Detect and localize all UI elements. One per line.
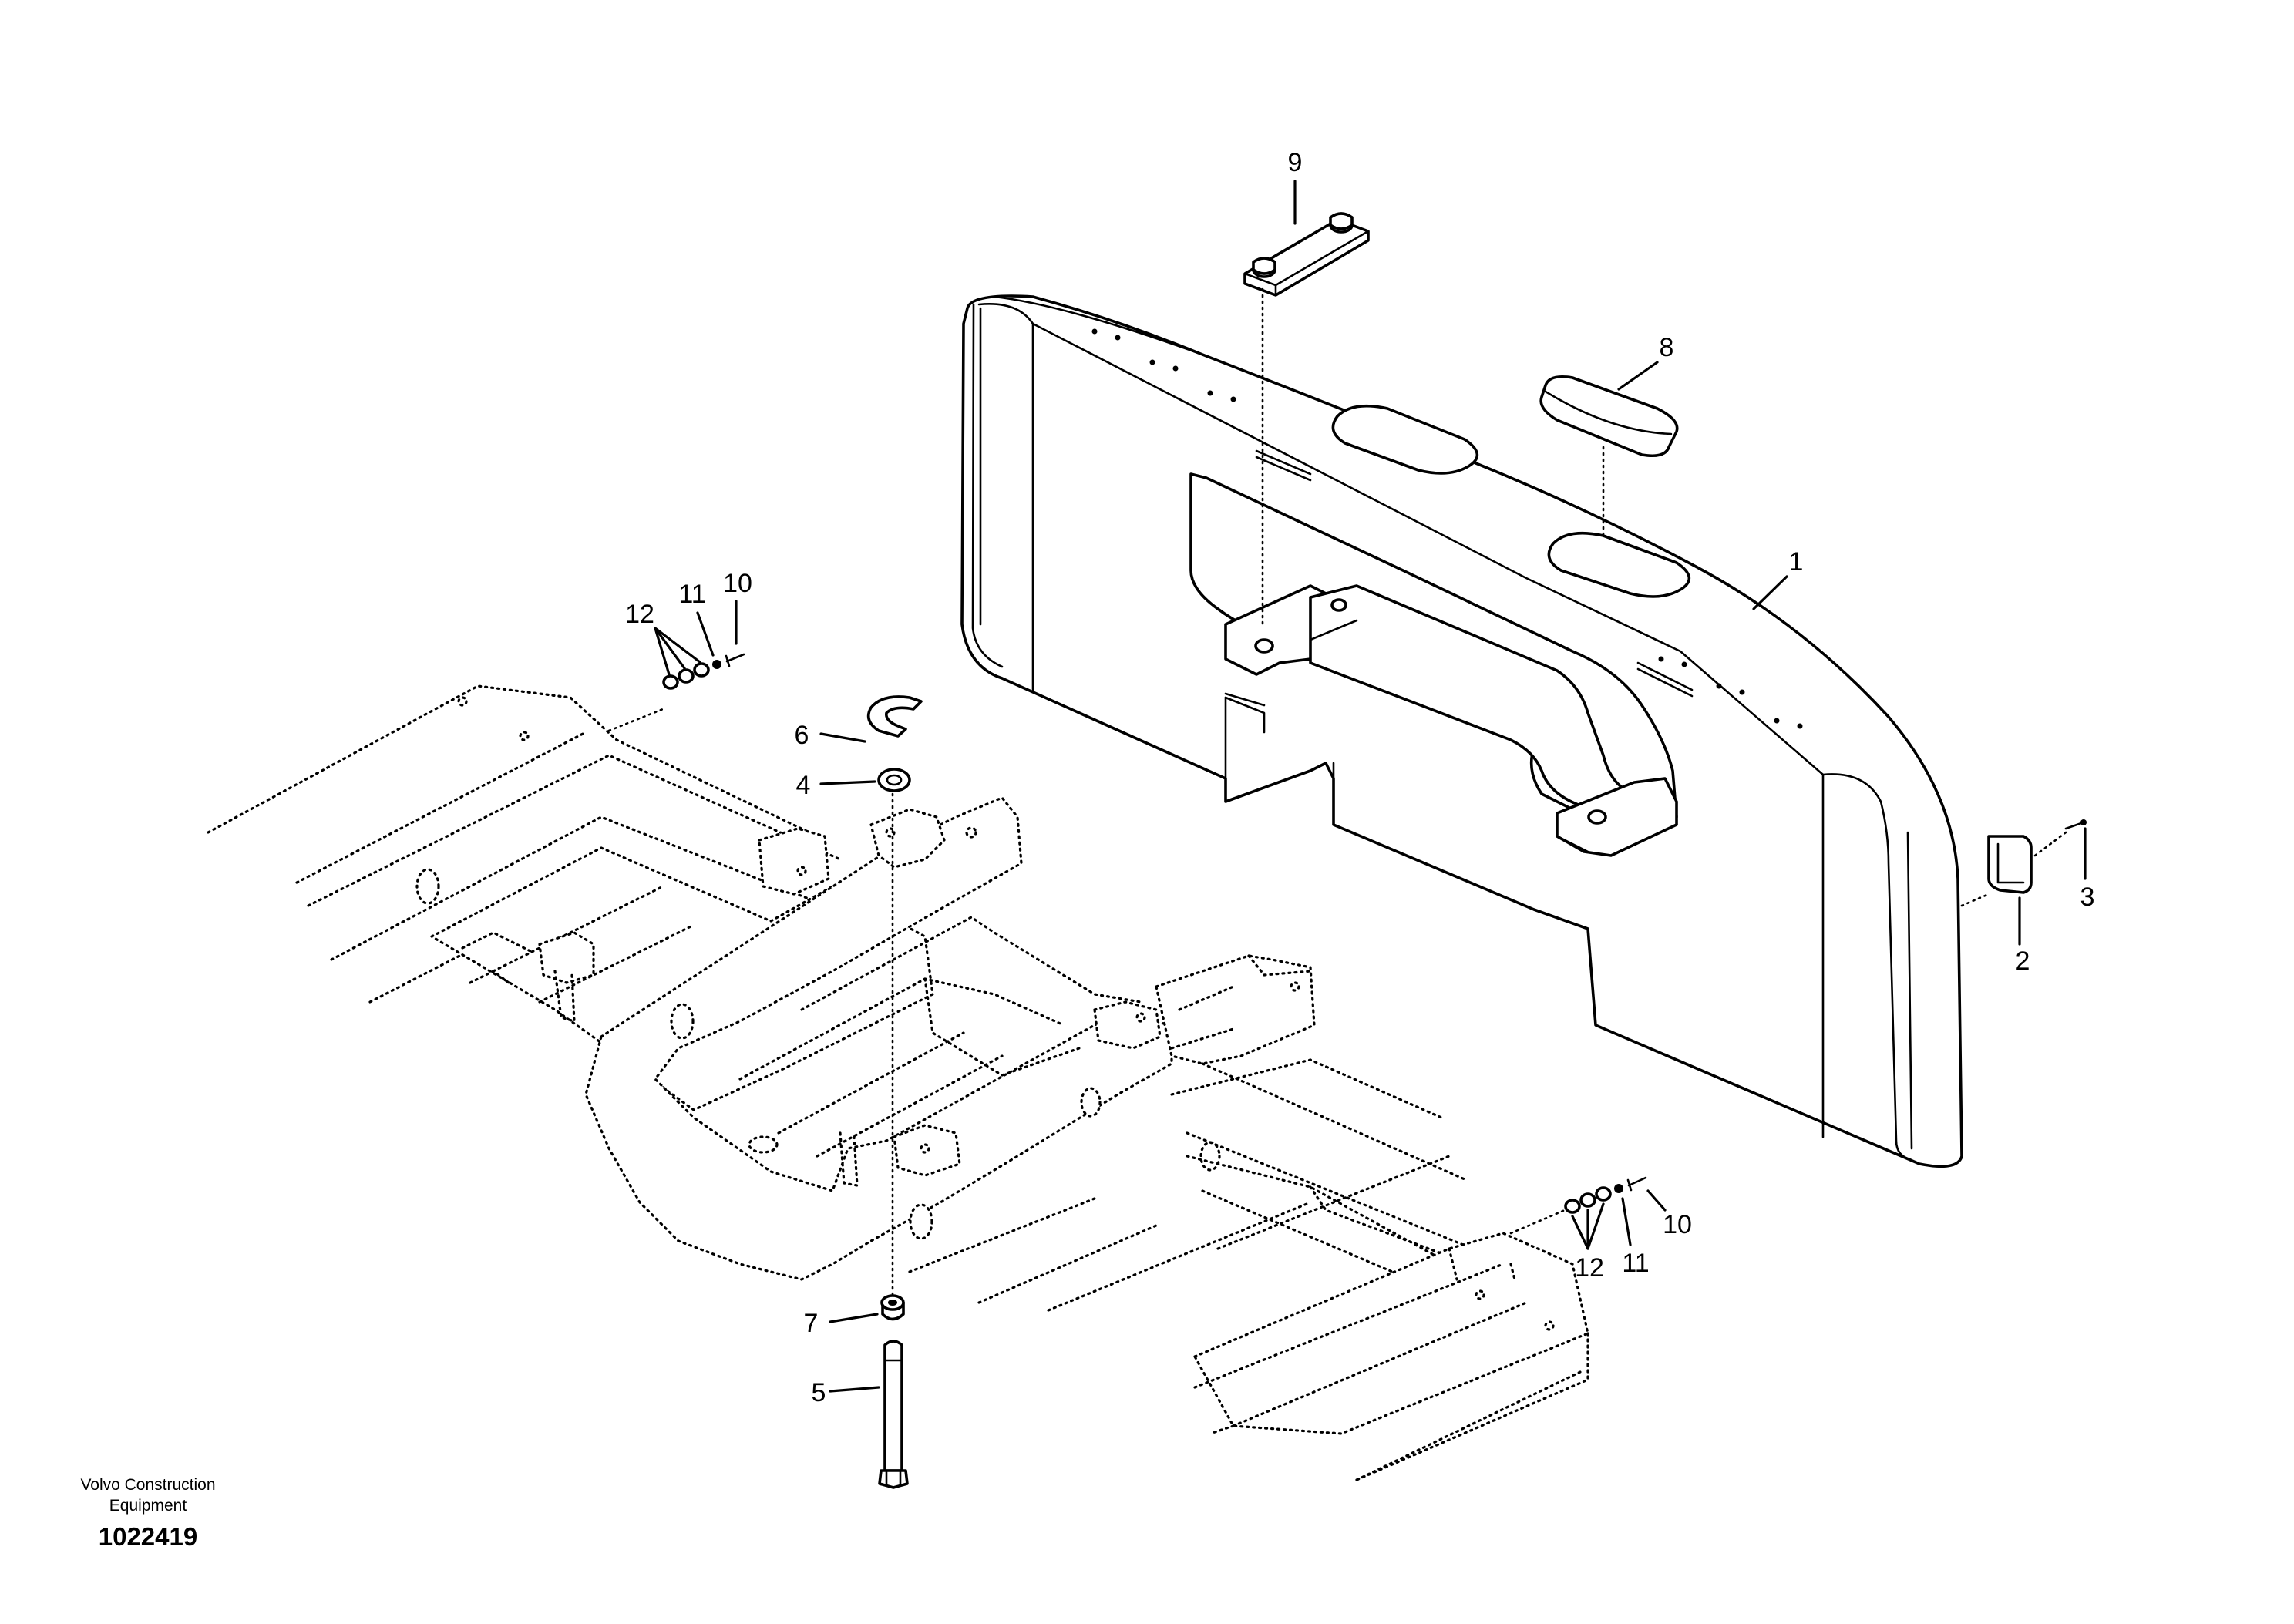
callout-2: 2 xyxy=(2016,946,2030,976)
part-9-plate xyxy=(1243,212,1370,297)
leader-lines xyxy=(654,180,2087,1393)
counterweight-bolt-holes xyxy=(1092,328,1803,729)
callout-11-upper: 11 xyxy=(678,580,705,609)
counterweight xyxy=(960,294,1963,1168)
callout-3: 3 xyxy=(2080,883,2095,912)
part-5-pin xyxy=(878,1340,909,1489)
callout-4: 4 xyxy=(796,771,811,800)
callout-9: 9 xyxy=(1288,148,1303,177)
part-6-clip xyxy=(866,695,923,738)
callout-10-upper: 10 xyxy=(723,569,752,598)
callout-labels: 9 8 1 2 3 6 4 7 5 10 11 12 10 11 12 xyxy=(625,148,2094,1407)
part-8-cover xyxy=(1539,375,1679,458)
callout-10-lower: 10 xyxy=(1663,1210,1692,1239)
bolt-set-lower xyxy=(1509,1176,1647,1235)
publisher-name-line1: Volvo Construction xyxy=(80,1476,215,1494)
callout-11-lower: 11 xyxy=(1622,1249,1649,1278)
callout-8: 8 xyxy=(1660,333,1674,362)
part-2-assembly-line-right xyxy=(2033,831,2067,857)
drawing-footer: Volvo Construction Equipment 1022419 xyxy=(80,1476,215,1551)
part-2-assembly-line-left xyxy=(1960,893,1990,907)
part-2-plate xyxy=(1987,835,2033,894)
bolt-set-upper xyxy=(607,653,745,732)
callout-12-upper: 12 xyxy=(625,600,654,629)
drawing-number: 1022419 xyxy=(99,1522,197,1551)
part-7-bushing xyxy=(880,1294,905,1321)
callout-1: 1 xyxy=(1789,547,1804,577)
publisher-name-line2: Equipment xyxy=(109,1497,187,1515)
upper-frame-phantom xyxy=(207,684,1589,1481)
part-4-washer xyxy=(877,768,911,792)
callout-7: 7 xyxy=(804,1309,819,1338)
part-3-rivet xyxy=(2064,819,2087,830)
callout-6: 6 xyxy=(795,721,809,750)
callout-12-lower: 12 xyxy=(1575,1253,1604,1283)
callout-5: 5 xyxy=(812,1378,826,1407)
